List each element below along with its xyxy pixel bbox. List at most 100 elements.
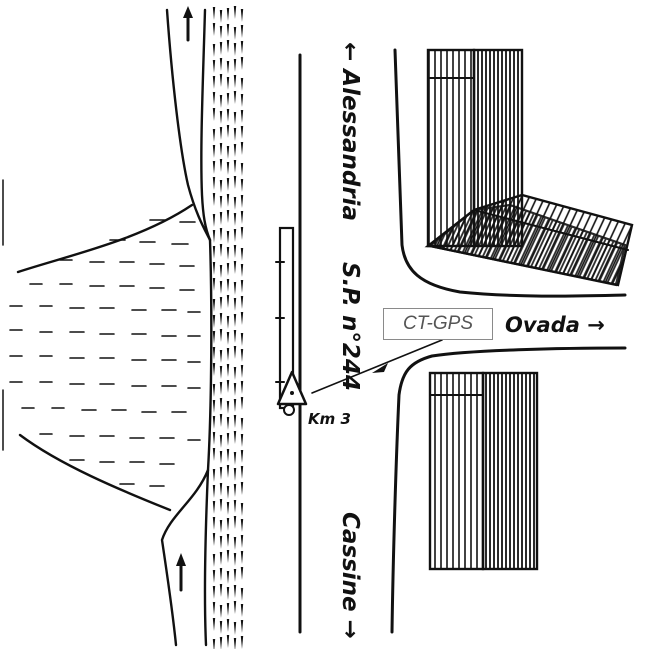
hachure-mark	[212, 44, 216, 57]
hachure-mark	[212, 485, 216, 498]
hachure-mark	[212, 60, 216, 73]
hachure-mark	[240, 503, 244, 516]
hachure-mark	[240, 41, 244, 54]
hachure-mark	[219, 584, 223, 597]
hachure-mark	[219, 244, 223, 257]
hachure-mark	[212, 618, 216, 631]
hachure-mark	[212, 177, 216, 190]
hachure-mark	[240, 248, 244, 261]
hachure-mark	[212, 639, 216, 649]
hachure-mark	[226, 61, 230, 74]
hachure-mark	[226, 146, 230, 159]
hachure-mark	[226, 24, 230, 37]
hachure-mark	[226, 263, 230, 276]
hachure-mark	[219, 382, 223, 395]
hachure-mark	[233, 6, 237, 19]
hachure-mark	[233, 569, 237, 582]
hachure-mark	[240, 519, 244, 532]
hachure-mark	[226, 194, 230, 207]
hachure-mark	[233, 128, 237, 141]
river	[2, 8, 213, 647]
hachure-mark	[212, 278, 216, 291]
hachure-mark	[226, 380, 230, 393]
hachure-mark	[233, 346, 237, 359]
hachure-mark	[226, 364, 230, 377]
hachure-mark	[219, 637, 223, 649]
hachure-mark	[219, 58, 223, 71]
hachure-mark	[240, 551, 244, 564]
hachure-mark	[240, 94, 244, 107]
hachure-mark	[233, 314, 237, 327]
hachure-mark	[219, 414, 223, 427]
hachure-mark	[219, 435, 223, 448]
hachure-mark	[219, 483, 223, 496]
hachure-mark	[240, 126, 244, 139]
hachure-mark	[226, 571, 230, 584]
hachure-mark	[240, 434, 244, 447]
hachure-mark	[240, 381, 244, 394]
hachure-mark	[212, 214, 216, 227]
hachure-mark	[233, 176, 237, 189]
hachure-mark	[233, 516, 237, 529]
hachure-mark	[240, 588, 244, 601]
hachure-mark	[240, 25, 244, 38]
hachure-mark	[226, 417, 230, 430]
hachure-mark	[219, 313, 223, 326]
hachure-mark	[226, 178, 230, 191]
hachure-mark	[240, 482, 244, 495]
hachure-mark	[233, 468, 237, 481]
hachure-mark	[233, 144, 237, 157]
hachure-mark	[226, 603, 230, 616]
hachure-mark	[233, 245, 237, 258]
gps-label: CT-GPS	[402, 313, 474, 334]
hachure-mark	[233, 484, 237, 497]
hachure-mark	[219, 74, 223, 87]
hachure-mark	[240, 280, 244, 293]
hachure-mark	[233, 282, 237, 295]
hachure-mark	[226, 231, 230, 244]
hachure-mark	[233, 298, 237, 311]
hachure-mark	[219, 127, 223, 140]
hachure-mark	[233, 601, 237, 614]
hachure-mark	[240, 535, 244, 548]
hachure-mark	[240, 349, 244, 362]
hachure-mark	[240, 110, 244, 123]
hachure-mark	[212, 533, 216, 546]
hachure-mark	[212, 161, 216, 174]
hachure-mark	[233, 27, 237, 40]
hachure-mark	[219, 10, 223, 23]
label-sp-road: S.P. n°244	[337, 262, 363, 391]
hachure-mark	[226, 486, 230, 499]
hachure-mark	[212, 432, 216, 445]
hachure-mark	[226, 8, 230, 21]
hachure-mark	[226, 449, 230, 462]
hachure-mark	[233, 553, 237, 566]
hachure-mark	[219, 366, 223, 379]
hachure-mark	[212, 416, 216, 429]
hachure-mark	[212, 517, 216, 530]
hachure-mark	[226, 348, 230, 361]
hachure-mark	[233, 112, 237, 125]
hachure-mark	[212, 501, 216, 514]
hachure-mark	[212, 570, 216, 583]
hachure-mark	[233, 452, 237, 465]
hachure-mark	[219, 281, 223, 294]
hachure-mark	[219, 111, 223, 124]
arrow-up-icon	[176, 553, 186, 592]
hachure-mark	[226, 534, 230, 547]
label-ovada: Ovada →	[505, 313, 605, 337]
hachure-mark	[226, 433, 230, 446]
hachure-mark	[233, 43, 237, 56]
hachure-mark	[219, 520, 223, 533]
hachure-mark	[240, 264, 244, 277]
hachure-mark	[233, 399, 237, 412]
hachure-mark	[212, 586, 216, 599]
hachure-mark	[212, 299, 216, 312]
hachure-mark	[240, 333, 244, 346]
hachure-mark	[233, 638, 237, 649]
hachure-mark	[212, 76, 216, 89]
hachure-mark	[212, 602, 216, 615]
label-km: Km 3	[308, 410, 351, 428]
hachure-mark	[240, 211, 244, 224]
